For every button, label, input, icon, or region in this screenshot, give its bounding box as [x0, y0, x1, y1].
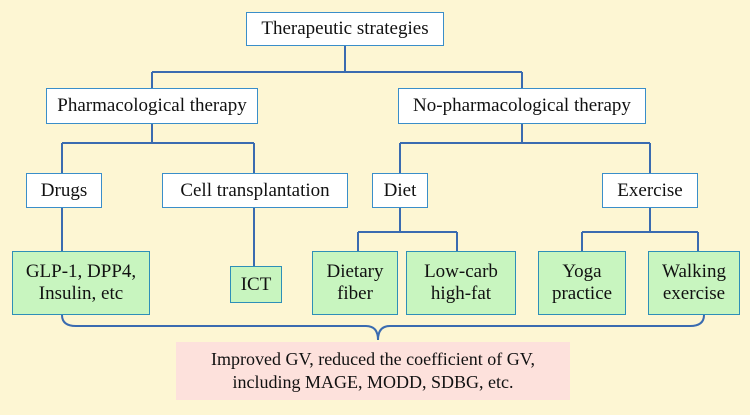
outcome-line-2: including MAGE, MODD, SDBG, etc.	[232, 372, 514, 392]
walking-line-2: exercise	[662, 283, 726, 304]
outcome-line-1: Improved GV, reduced the coefficient of …	[211, 348, 535, 369]
non-pharmacological-therapy-node: No-pharmacological therapy	[398, 88, 646, 124]
dietary-fiber-node: Dietary fiber	[312, 251, 398, 315]
ict-node: ICT	[230, 266, 282, 303]
diet-node: Diet	[372, 173, 428, 208]
cell-transplantation-node: Cell transplantation	[162, 173, 348, 208]
yoga-line-2: practice	[551, 283, 613, 304]
lowcarb-line-1: Low-carb	[424, 261, 498, 283]
glp-line-2: Insulin, etc	[38, 283, 124, 304]
pharmacological-therapy-node: Pharmacological therapy	[46, 88, 258, 124]
walking-line-1: Walking	[662, 261, 726, 283]
drugs-node: Drugs	[26, 173, 102, 208]
yoga-practice-node: Yoga practice	[538, 251, 626, 315]
lowcarb-line-2: high-fat	[430, 283, 492, 304]
outcome-box: Improved GV, reduced the coefficient of …	[176, 342, 570, 400]
root-node: Therapeutic strategies	[246, 12, 444, 46]
low-carb-high-fat-node: Low-carb high-fat	[406, 251, 516, 315]
exercise-node: Exercise	[602, 173, 698, 208]
fiber-line-2: fiber	[337, 283, 373, 304]
glp-dpp4-insulin-node: GLP-1, DPP4, Insulin, etc	[12, 251, 150, 315]
walking-exercise-node: Walking exercise	[648, 251, 740, 315]
glp-line-1: GLP-1, DPP4,	[25, 261, 137, 283]
fiber-line-1: Dietary	[326, 261, 384, 283]
yoga-line-1: Yoga	[562, 261, 602, 283]
